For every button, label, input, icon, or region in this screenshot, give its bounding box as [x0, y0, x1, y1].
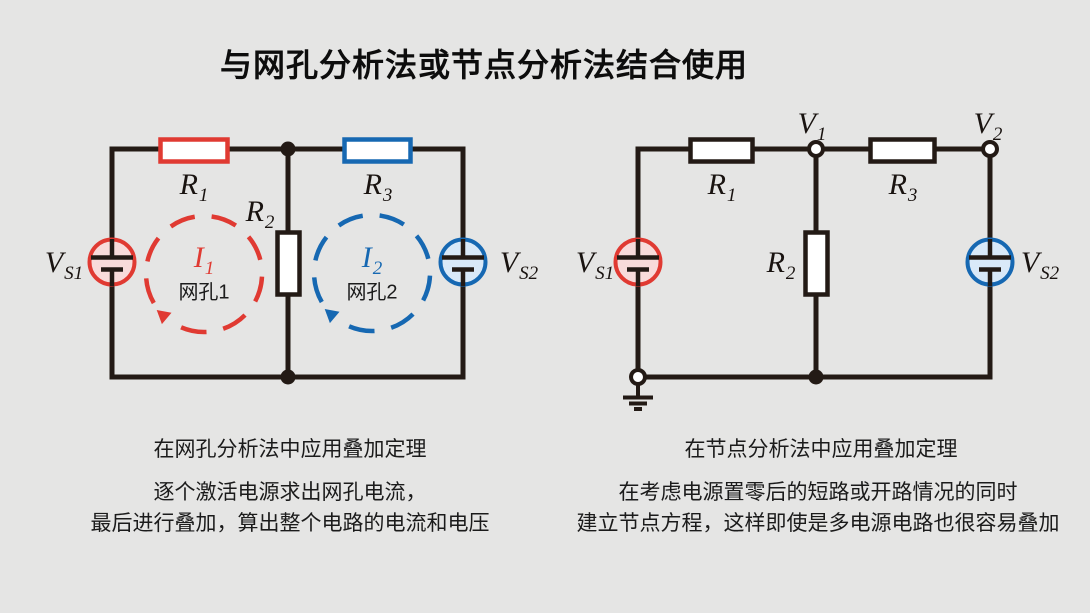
reference-node	[629, 368, 647, 386]
voltage-source-vs1	[87, 237, 137, 287]
resistor-r3	[868, 137, 937, 164]
mesh-description-line2: 最后进行叠加，算出整个电路的电流和电压	[90, 512, 490, 535]
node-description-line2: 建立节点方程，这样即使是多电源电路也很容易叠加	[576, 512, 1060, 535]
label-vs2: VS2	[499, 246, 539, 284]
voltage-source-vs2	[965, 237, 1015, 287]
label-r2: R2	[766, 246, 796, 284]
page-title: 与网孔分析法或节点分析法结合使用	[219, 47, 749, 83]
mesh2-name: 网孔2	[346, 281, 398, 304]
junction-node-bottom	[280, 369, 296, 385]
resistor-r1	[158, 137, 230, 164]
resistor-r1	[688, 137, 755, 164]
label-v1: V1	[797, 107, 827, 145]
resistor-r2	[803, 230, 830, 297]
label-r1: R1	[179, 168, 209, 206]
node-v1	[807, 140, 825, 158]
label-r2: R2	[245, 195, 275, 233]
mesh-circuit-diagram	[87, 137, 488, 385]
label-vs1: VS1	[44, 246, 84, 284]
label-i2: I2	[361, 241, 383, 279]
junction-node-bottom	[808, 369, 824, 385]
node-description: 在考虑电源置零后的短路或开路情况的同时 建立节点方程，这样即使是多电源电路也很容…	[577, 477, 1060, 539]
label-r3: R3	[888, 168, 918, 206]
mesh1-name: 网孔1	[178, 281, 230, 304]
label-vs1: VS1	[575, 246, 615, 284]
voltage-source-vs2	[438, 237, 488, 287]
label-v2: V2	[973, 107, 1003, 145]
label-vs2: VS2	[1020, 246, 1060, 284]
resistor-r2	[275, 230, 302, 297]
mesh-caption: 在网孔分析法中应用叠加定理	[153, 438, 427, 461]
mesh-description-line1: 逐个激活电源求出网孔电流，	[153, 481, 427, 504]
node-v2	[981, 140, 999, 158]
node-caption: 在节点分析法中应用叠加定理	[684, 438, 958, 461]
node-description-line1: 在考虑电源置零后的短路或开路情况的同时	[618, 481, 1018, 504]
mesh-description: 逐个激活电源求出网孔电流， 最后进行叠加，算出整个电路的电流和电压	[91, 477, 490, 539]
resistor-r3	[342, 137, 413, 164]
mesh2-current-arrow	[311, 212, 433, 334]
label-i1: I1	[193, 241, 215, 279]
voltage-source-vs1	[613, 237, 663, 287]
label-r1: R1	[707, 168, 737, 206]
node-circuit-diagram	[613, 137, 1015, 411]
label-r3: R3	[363, 168, 393, 206]
mesh1-current-arrow	[143, 213, 265, 335]
junction-node-top	[280, 141, 296, 157]
ground-symbol	[623, 384, 653, 411]
